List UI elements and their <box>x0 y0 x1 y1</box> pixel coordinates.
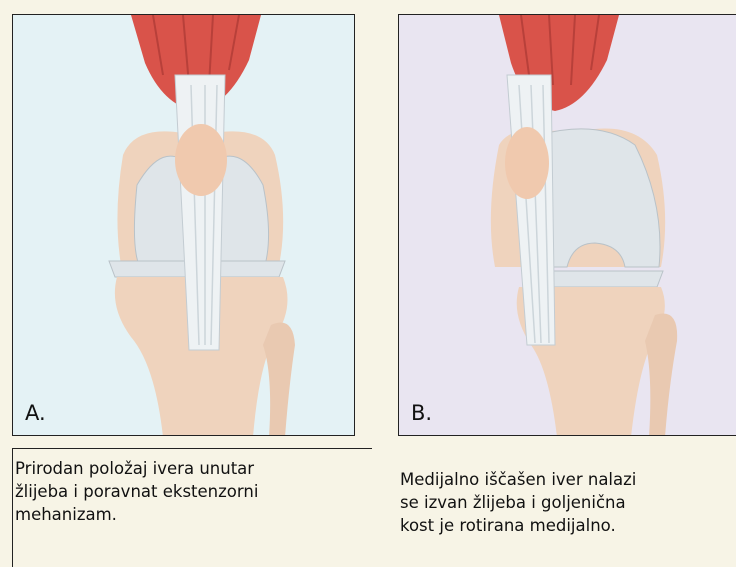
fibula <box>263 323 295 437</box>
panel-label-b: B. <box>411 401 432 425</box>
caption-b-line-2: se izvan žlijeba i goljenična <box>400 491 736 514</box>
caption-a-line-3: mehanizam. <box>15 503 372 526</box>
knee-dislocated-illustration <box>399 15 736 436</box>
panel-a-illustration: A. <box>12 14 355 436</box>
caption-a: Prirodan položaj ivera unutar žlijeba i … <box>12 448 372 567</box>
caption-b-line-3: kost je rotirana medijalno. <box>400 514 736 537</box>
caption-b: Medijalno iščašen iver nalazi se izvan ž… <box>400 448 736 567</box>
patella <box>175 124 227 196</box>
patella <box>505 127 549 199</box>
panel-label-a: A. <box>25 401 46 425</box>
caption-b-line-1: Medijalno iščašen iver nalazi <box>400 468 736 491</box>
fibula <box>645 313 677 436</box>
caption-a-line-1: Prirodan položaj ivera unutar <box>15 457 372 480</box>
caption-a-line-2: žlijeba i poravnat ekstenzorni <box>15 480 372 503</box>
panel-b-illustration: B. <box>398 14 736 436</box>
knee-normal-illustration <box>13 15 355 436</box>
